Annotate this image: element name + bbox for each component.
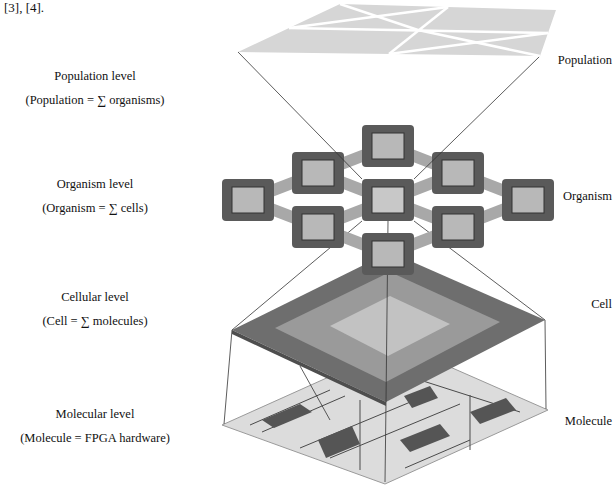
- level-label: Molecular level: [56, 407, 135, 422]
- layer-name: Population: [558, 53, 612, 68]
- projection-lines: [238, 52, 540, 179]
- organism-layer: [222, 125, 554, 275]
- layer-name: Molecule: [565, 414, 612, 429]
- level-label: Population level: [54, 69, 136, 84]
- projection-lines: [232, 221, 545, 402]
- layer-name: Organism: [563, 189, 612, 204]
- citation: [3], [4].: [4, 0, 44, 16]
- population-layer: [238, 4, 556, 56]
- layer-name: Cell: [591, 297, 612, 312]
- level-formula: (Organism = ∑ cells): [42, 201, 148, 216]
- level-formula: (Population = ∑ organisms): [26, 93, 165, 108]
- level-formula: (Molecule = FPGA hardware): [20, 431, 170, 446]
- level-label: Organism level: [57, 177, 134, 192]
- cell-layer: [232, 252, 545, 406]
- level-formula: (Cell = ∑ molecules): [42, 314, 147, 329]
- level-label: Cellular level: [61, 290, 129, 305]
